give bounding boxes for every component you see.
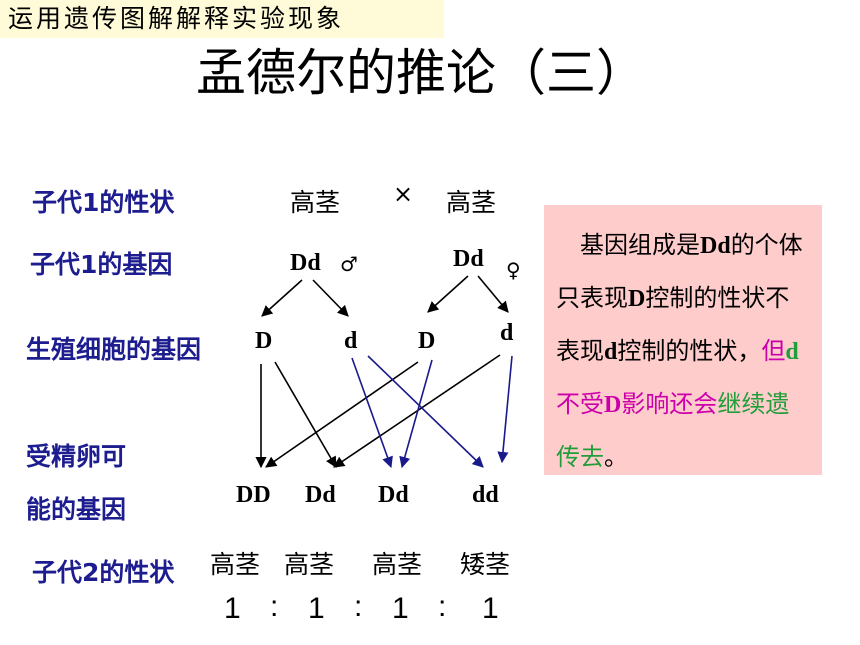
arrow-d-to-Dd (351, 357, 393, 469)
label-f1-trait: 子代1的性状 (32, 188, 175, 217)
note-part-11: D (604, 392, 622, 418)
note-part-14: 。 (604, 443, 628, 471)
ratio-3: 1 (392, 592, 409, 625)
zygote-1: DD (236, 482, 271, 508)
note-part-3: 的个体只表现 (556, 231, 803, 312)
note-part-6: d (604, 339, 618, 365)
arrow-Dfemale-to-Dd (399, 359, 433, 469)
f2-trait-2: 高茎 (284, 550, 335, 579)
zygote-3: Dd (378, 482, 409, 508)
note-part-2: Dd (700, 233, 731, 259)
explanation-box: 基因组成是Dd的个体只表现D控制的性状不表现d控制的性状，但d不受D影响还会继续… (544, 205, 822, 475)
label-f2-trait: 子代2的性状 (32, 558, 175, 587)
f2-trait-1: 高茎 (210, 550, 261, 579)
note-part-12: 影响还会 (621, 390, 718, 418)
zygote-2: Dd (305, 482, 336, 508)
ratio-4: 1 (482, 592, 499, 625)
topic-banner: 运用遗传图解解释实验现象 (0, 0, 444, 38)
label-fert-line1: 受精卵可 (26, 442, 127, 471)
male-icon: ♂ (340, 252, 358, 276)
arrow-Dfemale-to-DD (265, 361, 419, 468)
label-f1-gene: 子代1的基因 (30, 250, 173, 279)
f2-trait-3: 高茎 (372, 550, 423, 579)
parent-trait-right: 高茎 (446, 188, 497, 217)
arrow-male-to-d (312, 279, 349, 317)
arrow-male-to-D (261, 279, 303, 317)
gamete-3: D (418, 328, 436, 354)
note-part-5: 控制的性状不表现 (556, 284, 790, 365)
parent-gene-left: Dd (290, 250, 321, 276)
ratio-sep-1: : (270, 590, 279, 623)
note-part-7: 控制的性状， (617, 337, 762, 365)
label-gamete-gene: 生殖细胞的基因 (26, 335, 202, 364)
arrow-dfemale-to-dd (497, 355, 513, 464)
arrow-female-to-D (427, 275, 469, 313)
gamete-2: d (344, 328, 358, 354)
note-part-8: 但 (761, 337, 786, 365)
parent-gene-right: Dd (453, 246, 484, 272)
note-part-10: 不受 (556, 390, 604, 418)
page-title: 孟德尔的推论（三） (196, 44, 646, 102)
arrow-d-to-dd (367, 355, 484, 468)
zygote-4: dd (472, 482, 499, 508)
gamete-1: D (255, 328, 273, 354)
arrow-D-to-Dd (274, 361, 337, 468)
label-fert-line2: 能的基因 (26, 495, 127, 524)
topic-text: 运用遗传图解解释实验现象 (8, 4, 345, 33)
gamete-4: d (500, 320, 514, 346)
note-part-4: D (628, 286, 646, 312)
f2-trait-4: 矮茎 (460, 550, 511, 579)
note-part-13: 继续遗传去 (556, 390, 790, 471)
ratio-sep-3: : (438, 590, 447, 623)
note-part-9: d (785, 339, 799, 365)
cross-symbol: × (393, 180, 414, 208)
ratio-2: 1 (308, 592, 325, 625)
ratio-1: 1 (224, 592, 241, 625)
ratio-sep-2: : (354, 590, 363, 623)
arrow-female-to-d (477, 275, 509, 313)
note-part-1: 基因组成是 (580, 231, 700, 259)
female-icon: ♀ (506, 258, 521, 282)
parent-trait-left: 高茎 (290, 188, 341, 217)
